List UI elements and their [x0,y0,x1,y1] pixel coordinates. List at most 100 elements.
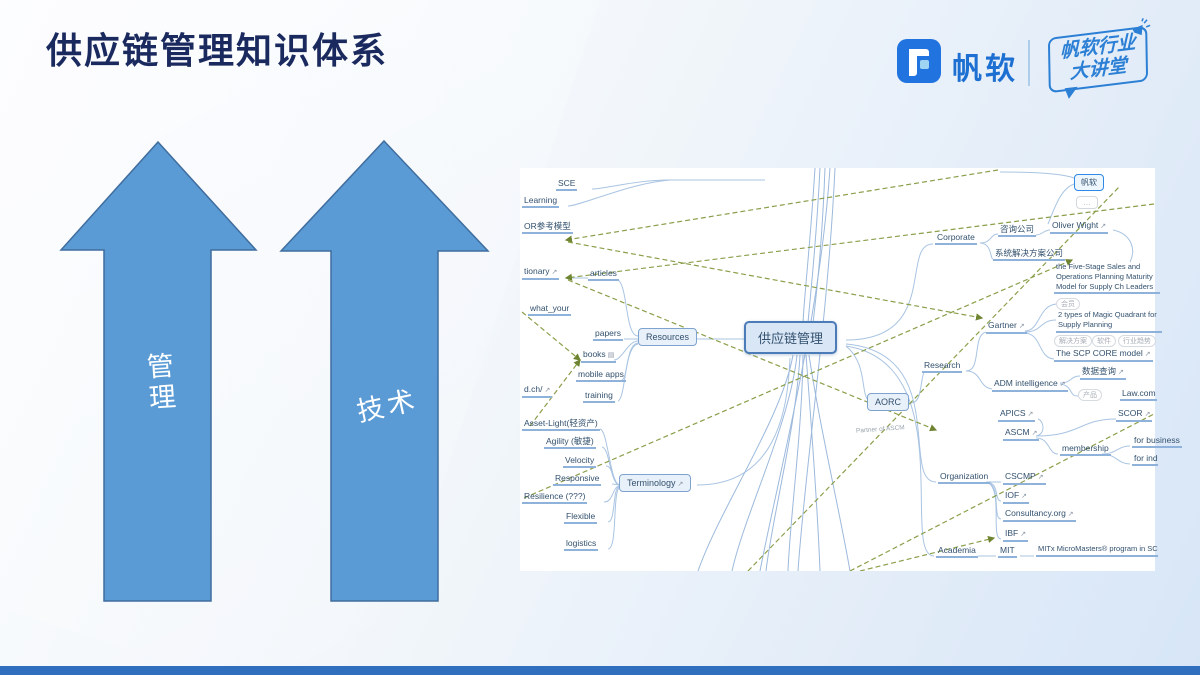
mindmap-screenshot: SCE Learning OR参考模型 tionary↗ what_your a… [520,168,1182,571]
node-adm: ADM intelligence↗ [992,378,1068,393]
node-cscmp: CSCMP↗ [1003,471,1046,486]
node-mit-label: MIT [1000,545,1015,555]
central-curve-bundle [697,168,851,571]
node-what-your-label: what_your [530,303,570,313]
node-agility-label: Agility (敏捷) [546,436,594,446]
link-icon: ↗ [1144,351,1151,358]
tag-member: 会员 [1056,298,1080,310]
node-system-solution-label: 系统解决方案公司 [995,248,1064,258]
node-velocity-label: Velocity [565,455,595,465]
link-icon: ↗ [1100,223,1107,230]
link-icon: ↗ [1021,493,1028,500]
node-flexible: Flexible [564,511,598,525]
node-papers: papers [593,328,623,342]
node-for-individual-label: for individua [1134,453,1158,463]
node-data-query-label: 数据查询 [1082,366,1117,376]
node-scp-core: The SCP CORE model↗ [1054,348,1153,363]
link-icon: ↗ [1031,430,1038,437]
central-topic-label: 供应链管理 [758,331,824,346]
node-consultancy: Consultancy.org↗ [1003,508,1076,523]
node-oliver-wight-label: Oliver Wight [1052,220,1099,230]
node-aorc-box: AORC [867,393,910,411]
node-flexible-label: Flexible [566,511,596,521]
node-logistics-label: logistics [566,538,597,548]
node-fanruan-label: 帆软 [1081,178,1097,187]
node-more-box: … [1076,196,1098,209]
node-training: training [583,390,615,404]
node-lawcom: Law.com compa [1120,388,1157,402]
node-system-solution: 系统解决方案公司 [993,248,1066,262]
node-scor-label: SCOR [1118,408,1143,418]
link-icon: ↗ [551,269,558,276]
node-books-label: books [583,349,606,359]
node-five-stage: the Five-Stage Sales and Operations Plan… [1054,262,1160,295]
node-adm-label: ADM intelligence [994,378,1058,388]
node-corporate-label: Corporate [937,232,975,242]
node-iof: IOF↗ [1003,490,1030,505]
node-ascm-label: ASCM [1005,427,1030,437]
node-agility: Agility (敏捷) [544,436,596,450]
central-topic: 供应链管理 [744,321,838,354]
brand-logo-text: 帆软 [952,53,1018,86]
node-training-label: training [585,390,613,400]
link-icon: ↗ [1018,323,1025,330]
node-resources-label: Resources [646,332,690,342]
node-gartner: Gartner↗ [986,320,1027,335]
node-two-types: 2 types of Magic Quadrant for Supply Pla… [1056,310,1162,333]
node-articles: articles [588,268,619,282]
node-dictionary: tionary↗ [522,266,560,281]
node-data-query: 数据查询↗ [1080,366,1126,381]
node-responsive-label: Responsive [555,473,600,483]
link-icon: ↗ [1118,369,1124,376]
link-icon: ↗ [1059,381,1066,388]
bookmark-icon: ▤ [607,352,615,359]
node-mit: MIT [998,545,1017,559]
node-fanruan-box: 帆软 [1074,174,1104,191]
link-icon: ↗ [677,481,684,488]
megaphone-icon [1132,18,1151,36]
node-sce-label: SCE [558,178,576,188]
node-apics-label: APICS [1000,408,1026,418]
node-gartner-label: Gartner [988,320,1017,330]
node-learning: Learning [522,195,560,209]
node-mitx-label: MITx MicroMasters® program in SCM [1038,544,1158,553]
link-icon: ↗ [1067,511,1074,518]
page-title: 供应链管理知识体系 [46,30,389,71]
node-dictionary-label: tionary [524,266,550,276]
node-consultancy-label: Consultancy.org [1005,508,1066,518]
tree-links [567,171,1134,557]
node-velocity: Velocity [563,455,597,469]
node-sce: SCE [556,178,578,192]
tag-software: 软件 [1092,335,1116,347]
node-responsive: Responsive [553,473,602,487]
node-ibf: IBF↗ [1003,528,1029,543]
node-consulting: 咨询公司 [998,224,1037,238]
link-icon: ↗ [544,387,551,394]
node-five-stage-label: the Five-Stage Sales and Operations Plan… [1056,262,1154,291]
link-icon: ↗ [1037,474,1044,481]
node-papers-label: papers [595,328,621,338]
node-articles-label: articles [590,268,617,278]
node-membership-label: membership [1062,443,1109,453]
node-academia-label: Academia [938,545,976,555]
node-lawcom-label: Law.com compa [1122,388,1157,398]
node-resilience-label: Resilience (???) [524,491,586,501]
node-organization: Organization [938,471,991,485]
node-iof-label: IOF [1005,490,1020,500]
footer-bar [0,666,1200,675]
tag-solution: 解决方案 [1054,335,1092,347]
node-dch-label: d.ch/ [524,384,543,394]
brand-area: 帆软 帆软行业 大讲堂 [896,18,1176,100]
node-research: Research [922,360,963,374]
node-cscmp-label: CSCMP [1005,471,1036,481]
node-ascm: ASCM↗ [1003,427,1040,442]
node-asset-light-label: Asset-Light(轻资产) [524,418,598,428]
fanruan-logo-icon [897,39,941,83]
node-for-individual: for individua [1132,453,1158,467]
link-icon: ↗ [1144,411,1151,418]
node-what-your: what_your [528,303,572,317]
node-mitx: MITx MicroMasters® program in SCM↗ [1036,544,1158,558]
brand-divider [1028,40,1030,86]
node-learning-label: Learning [524,195,558,205]
